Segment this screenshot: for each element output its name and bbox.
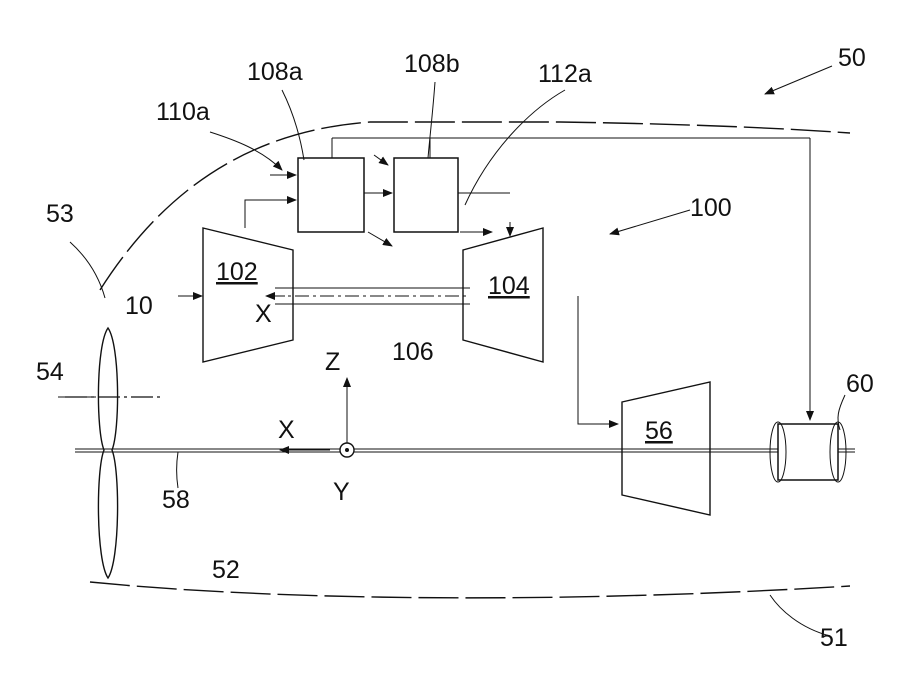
label-106: 106 xyxy=(392,338,434,366)
label-axis-Z: Z xyxy=(325,348,340,376)
label-axis-Y: Y xyxy=(333,478,350,506)
propeller-blade[interactable] xyxy=(98,328,117,578)
label-110a: 110a xyxy=(156,98,210,126)
label-102: 102 xyxy=(216,258,258,286)
label-53: 53 xyxy=(46,200,74,228)
label-54: 54 xyxy=(36,358,64,386)
fuselage-lower-outline xyxy=(90,582,850,598)
combustor-108b[interactable] xyxy=(394,158,458,232)
leader-50 xyxy=(765,66,832,94)
label-108a: 108a xyxy=(247,58,303,86)
label-100: 100 xyxy=(690,194,732,222)
combustor-link-arrow xyxy=(374,155,388,165)
label-58: 58 xyxy=(162,486,190,514)
bleed-arrow xyxy=(368,232,392,246)
label-56: 56 xyxy=(645,417,673,445)
compressor-102[interactable] xyxy=(203,228,293,362)
label-axis-x-engine: X xyxy=(255,300,272,328)
fuselage-upper-outline xyxy=(100,122,850,290)
leader-100 xyxy=(610,210,690,234)
label-112a: 112a xyxy=(538,60,592,88)
label-108b: 108b xyxy=(404,50,460,78)
coupling-60[interactable] xyxy=(778,424,838,480)
leader-58 xyxy=(177,452,179,488)
compressor-feed-line xyxy=(245,200,296,228)
label-60: 60 xyxy=(846,370,874,398)
leader-112a xyxy=(465,90,565,205)
label-52: 52 xyxy=(212,556,240,584)
exhaust-line xyxy=(578,296,618,424)
y-axis-dot xyxy=(345,448,349,452)
combustor-108a[interactable] xyxy=(298,158,364,232)
leader-110a xyxy=(210,132,282,170)
label-50: 50 xyxy=(838,44,866,72)
leader-108a xyxy=(282,90,304,160)
label-10: 10 xyxy=(125,292,153,320)
label-51: 51 xyxy=(820,624,848,652)
label-104: 104 xyxy=(488,272,530,300)
label-axis-X-main: X xyxy=(278,416,295,444)
leader-108b xyxy=(428,82,435,158)
